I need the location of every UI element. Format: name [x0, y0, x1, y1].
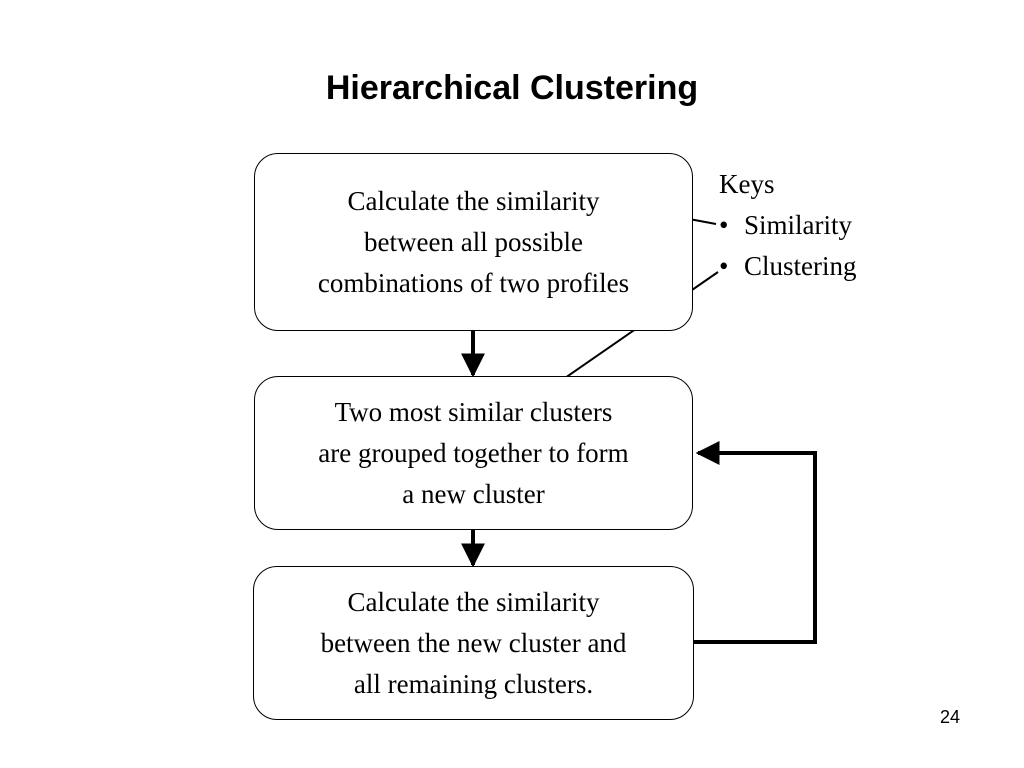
- page-number: 24: [939, 707, 961, 727]
- step-box-group-clusters: Two most similar clusters are grouped to…: [254, 376, 693, 530]
- step-text: Calculate the similarity between all pos…: [317, 185, 630, 298]
- step-text: Two most similar clusters are grouped to…: [318, 396, 629, 509]
- keys-list: • Similarity • Clustering: [719, 205, 857, 287]
- keys-title: Keys: [719, 169, 775, 199]
- key-item-clustering: • Clustering: [719, 246, 857, 287]
- key-item-label: Clustering: [744, 251, 857, 281]
- loop-back-arrow: [694, 441, 817, 644]
- step-box-calculate-similarity: Calculate the similarity between all pos…: [254, 153, 693, 331]
- key-item-similarity: • Similarity: [719, 205, 857, 246]
- key-item-label: Similarity: [744, 210, 852, 240]
- step-box-recalculate-similarity: Calculate the similarity between the new…: [253, 566, 694, 720]
- step-text: Calculate the similarity between the new…: [320, 586, 627, 699]
- keys-legend: Keys • Similarity • Clustering: [719, 164, 857, 287]
- slide-title: Hierarchical Clustering: [325, 69, 699, 107]
- bullet-icon: •: [719, 210, 729, 240]
- bullet-icon: •: [719, 251, 729, 281]
